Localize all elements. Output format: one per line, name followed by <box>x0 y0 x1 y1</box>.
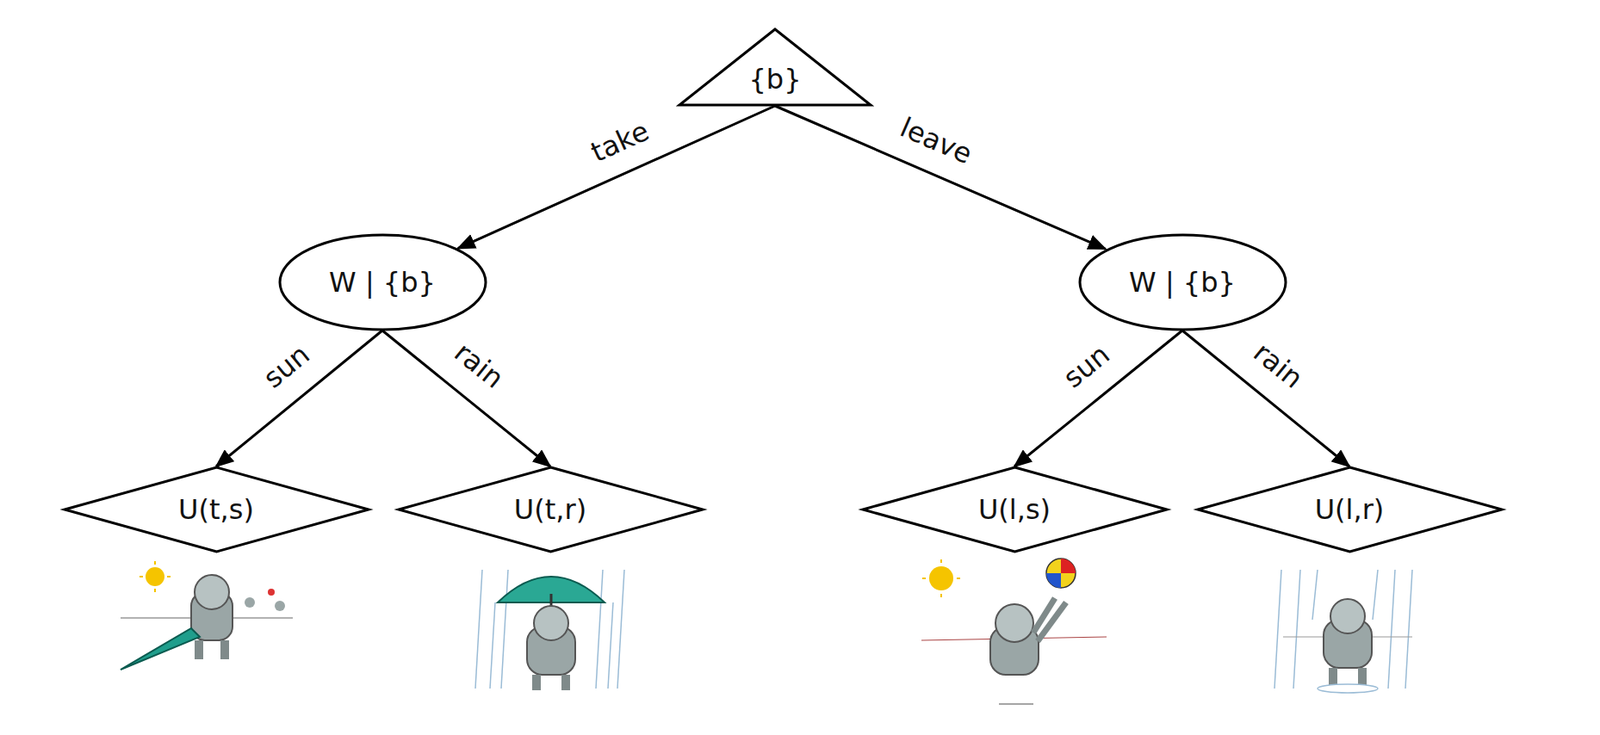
chance-ellipse: W | {b} <box>278 233 488 332</box>
utility-diamond: U(l,r) <box>1196 465 1504 554</box>
node-text: U(l,r) <box>1314 493 1385 527</box>
robot-rain-umbrella <box>475 570 625 691</box>
node-text: W | {b} <box>328 266 436 299</box>
branch-arrow <box>458 105 776 249</box>
chance-triangle: {b} <box>677 27 873 107</box>
edge-label: take <box>583 115 656 170</box>
utility-diamond-path <box>64 467 369 552</box>
utility-diamond: U(t,r) <box>396 465 705 554</box>
robot-sun-ball <box>921 558 1107 705</box>
robot-rain-wet <box>1274 570 1413 694</box>
node-text: U(l,s) <box>978 493 1051 527</box>
edge-label: sun <box>256 337 318 396</box>
chance-ellipse: W | {b} <box>1078 233 1288 332</box>
utility-diamond-path <box>1197 467 1502 552</box>
utility-diamond-path <box>398 467 703 552</box>
edge-label: rain <box>446 335 511 397</box>
robot-sun-umbrella <box>120 561 293 670</box>
chance-triangle-path <box>679 29 871 106</box>
chance-ellipse-path <box>1079 235 1286 330</box>
branch-arrow <box>216 330 383 467</box>
branch-arrow <box>1014 330 1183 467</box>
branch-arrow <box>775 105 1106 249</box>
utility-diamond: U(l,s) <box>861 465 1169 554</box>
node-text: U(t,s) <box>178 493 255 527</box>
node-text: W | {b} <box>1128 266 1236 299</box>
node-text: U(t,r) <box>514 493 587 527</box>
edge-label: sun <box>1055 337 1117 396</box>
node-text: {b} <box>748 62 801 96</box>
edge-label: rain <box>1246 335 1311 397</box>
branch-arrow <box>382 330 551 467</box>
chance-ellipse-path <box>279 235 486 330</box>
utility-diamond-path <box>862 467 1167 552</box>
branch-arrow <box>1182 330 1350 467</box>
utility-diamond: U(t,s) <box>62 465 371 554</box>
